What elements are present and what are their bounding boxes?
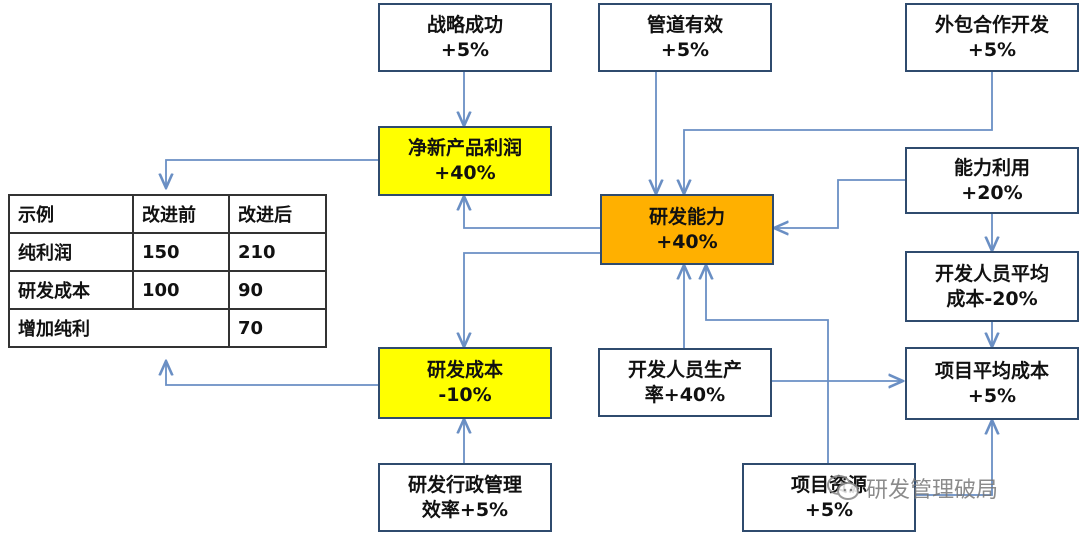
- node-capacity-utilization: 能力利用 +20%: [905, 147, 1079, 214]
- table-header-cell: 示例: [8, 194, 134, 234]
- link-project-resource-to-rd-capability: [706, 265, 829, 463]
- node-value: +40%: [656, 230, 718, 253]
- node-net-new-product-profit: 净新产品利润 +40%: [378, 126, 552, 196]
- node-value: 率+40%: [644, 383, 726, 406]
- node-value: -10%: [438, 384, 492, 406]
- node-avg-developer-cost: 开发人员平均 成本-20%: [905, 251, 1079, 322]
- link-utilization-to-rd-capability: [774, 179, 905, 228]
- node-label: 战略成功: [426, 13, 503, 36]
- node-label: 能力利用: [953, 156, 1030, 179]
- node-label: 管道有效: [646, 13, 723, 36]
- table-cell: 210: [228, 232, 327, 272]
- table-header-row: 示例 改进前 改进后: [8, 194, 327, 234]
- node-outsourcing-dev: 外包合作开发 +5%: [905, 3, 1079, 72]
- node-value: 成本-20%: [946, 287, 1038, 310]
- table-row: 纯利润 150 210: [8, 232, 327, 272]
- node-value: +5%: [440, 38, 490, 61]
- node-value: 效率+5%: [421, 498, 509, 521]
- wechat-logo-icon: [827, 475, 859, 500]
- node-value: +5%: [967, 384, 1017, 407]
- node-rd-capability: 研发能力 +40%: [600, 194, 774, 265]
- table-row: 增加纯利 70: [8, 308, 327, 348]
- link-net-profit-to-table: [166, 159, 378, 188]
- watermark-text: 研发管理破局: [866, 478, 999, 503]
- node-value: +5%: [967, 38, 1017, 61]
- node-label: 项目平均成本: [934, 359, 1049, 382]
- node-value: +20%: [961, 181, 1023, 204]
- example-table: 示例 改进前 改进后 纯利润 150 210 研发成本 100 90 增加纯利 …: [8, 194, 327, 348]
- table-cell: 增加纯利: [8, 308, 230, 348]
- table-cell: 纯利润: [8, 232, 134, 272]
- table-cell: 90: [228, 270, 327, 310]
- table-cell: 研发成本: [8, 270, 134, 310]
- node-label: 研发行政管理: [407, 473, 522, 496]
- table-cell: 150: [132, 232, 230, 272]
- node-rd-admin-efficiency: 研发行政管理 效率+5%: [378, 463, 552, 532]
- node-pipeline-effective: 管道有效 +5%: [598, 3, 772, 72]
- node-label: 研发成本: [426, 359, 503, 381]
- table-cell: 100: [132, 270, 230, 310]
- node-rd-cost: 研发成本 -10%: [378, 347, 552, 419]
- node-project-avg-cost: 项目平均成本 +5%: [905, 347, 1079, 420]
- node-value: +5%: [660, 38, 710, 61]
- node-value: +5%: [804, 498, 854, 521]
- watermark: 研发管理破局: [826, 470, 998, 506]
- table-header-cell: 改进后: [228, 194, 327, 234]
- node-value: +40%: [434, 162, 496, 184]
- link-rd-capability-to-rd-cost: [464, 252, 600, 347]
- node-label: 研发能力: [648, 205, 725, 228]
- link-rd-capability-to-net-profit: [464, 196, 600, 229]
- link-rd-cost-to-table: [166, 361, 378, 386]
- node-label: 净新产品利润: [407, 137, 522, 159]
- node-strategy-success: 战略成功 +5%: [378, 3, 552, 72]
- node-label: 开发人员生产: [627, 358, 742, 381]
- table-header-cell: 改进前: [132, 194, 230, 234]
- table-cell: 70: [228, 308, 327, 348]
- node-label: 外包合作开发: [934, 13, 1049, 36]
- link-outsourcing-to-rd-capability: [684, 72, 993, 194]
- table-row: 研发成本 100 90: [8, 270, 327, 310]
- link-project-resource-to-project-avg-cost: [916, 420, 992, 496]
- node-label: 开发人员平均: [934, 262, 1049, 285]
- node-developer-productivity: 开发人员生产 率+40%: [598, 348, 772, 417]
